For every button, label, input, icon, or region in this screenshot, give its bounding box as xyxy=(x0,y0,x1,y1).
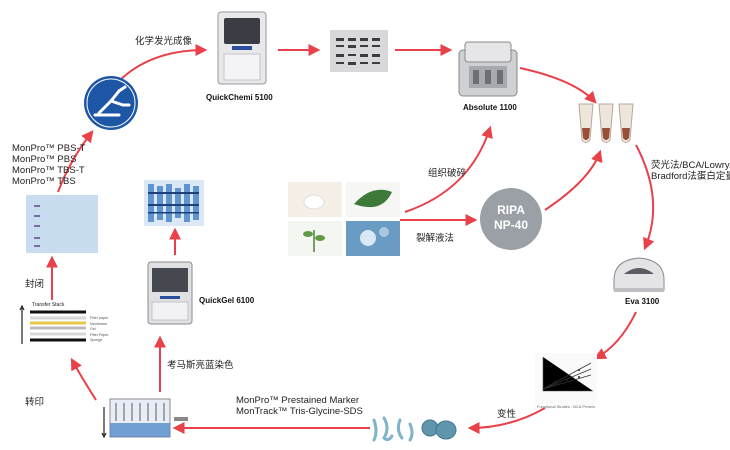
marker-line-1: MonPro™ Prestained Marker xyxy=(236,395,360,406)
sample-grid xyxy=(288,182,400,256)
stack-layer-1: Filter paper xyxy=(90,316,109,320)
tissue-lysis-label: 组织破碎 xyxy=(428,168,467,179)
quantification-label: 荧光法/BCA/Lowry/ Bradford法蛋白定量 xyxy=(651,160,730,182)
transfer-stack-diagram xyxy=(16,300,108,352)
quickchemi-instrument xyxy=(216,10,268,88)
transfer-label: 转印 xyxy=(25,397,45,408)
buffer-item-3: MonPro™ TBS-T xyxy=(12,165,85,176)
buffer-item-4: MonPro™ TBS xyxy=(12,176,76,187)
ripa-circle: RIPA NP-40 xyxy=(480,188,542,250)
stack-layer-5: Sponge xyxy=(90,338,103,343)
ripa-line-2: NP-40 xyxy=(493,218,528,232)
arrow-tubes-to-eva xyxy=(635,144,655,251)
sample-tubes xyxy=(575,100,641,146)
arrow-ripa-to-tubes xyxy=(544,149,603,211)
eva-instrument xyxy=(610,250,668,296)
quickgel-instrument xyxy=(146,260,194,326)
buffer-item-2: MonPro™ PBS xyxy=(12,154,77,165)
coomassie-label: 考马斯亮蓝染色 xyxy=(167,360,234,371)
antibody-icon xyxy=(84,76,138,130)
denature-label: 变性 xyxy=(497,409,517,420)
buffer-list: MonPro™ PBS-T MonPro™ PBS MonPro™ TBS-T … xyxy=(12,143,85,187)
marker-line-2: MonTrack™ Tris-Glycine-SDS xyxy=(236,406,363,417)
transfer-stack-title: Transfer Stack xyxy=(32,302,65,308)
arrow-antibody-to-imager xyxy=(117,44,208,83)
quickchemi-label: QuickChemi 5100 xyxy=(206,93,273,102)
buffer-item-1: MonPro™ PBS-T xyxy=(12,143,86,154)
western-blot-image xyxy=(330,30,388,72)
stack-layer-4: Filter Paper xyxy=(90,332,109,337)
ripa-line-1: RIPA xyxy=(497,203,525,217)
membrane-image xyxy=(26,195,98,253)
eva-label: Eva 3100 xyxy=(625,297,660,306)
protein-structures xyxy=(370,414,462,444)
coomassie-gel-image xyxy=(144,180,204,226)
transfer-tank xyxy=(100,395,190,443)
arrow-curve-to-denature xyxy=(467,407,546,434)
arrow-transfer-to-stack xyxy=(70,357,97,401)
stack-layer-3: Gel xyxy=(90,327,96,332)
arrow-samples-to-absolute xyxy=(404,125,493,213)
absolute-label: Absolute 1100 xyxy=(463,103,517,112)
block-label: 封闭 xyxy=(25,279,45,290)
arrow-absolute-to-tubes xyxy=(519,67,597,104)
antibody-node xyxy=(83,75,139,131)
standard-curve-caption: Functional Studies : BCA Protein xyxy=(537,404,596,409)
lysis-method-label: 裂解液法 xyxy=(416,233,455,244)
standard-curve-chart xyxy=(535,353,597,405)
quantification-line-2: Bradford法蛋白定量 xyxy=(651,171,730,182)
absolute-instrument xyxy=(455,38,521,100)
transfer-stack-layers: Filter paper Membrane Gel Filter Paper S… xyxy=(90,316,109,344)
ripa-text: RIPA NP-40 xyxy=(480,203,542,233)
arrow-membrane-to-antibody xyxy=(57,130,94,193)
quickgel-label: QuickGel 6100 xyxy=(199,296,255,305)
arrow-eva-to-curve xyxy=(593,311,637,360)
chemiluminescence-label: 化学发光成像 xyxy=(135,36,193,47)
marker-label: MonPro™ Prestained Marker MonTrack™ Tris… xyxy=(236,395,363,417)
quantification-line-1: 荧光法/BCA/Lowry/ xyxy=(651,160,730,171)
stack-layer-2: Membrane xyxy=(90,321,108,326)
